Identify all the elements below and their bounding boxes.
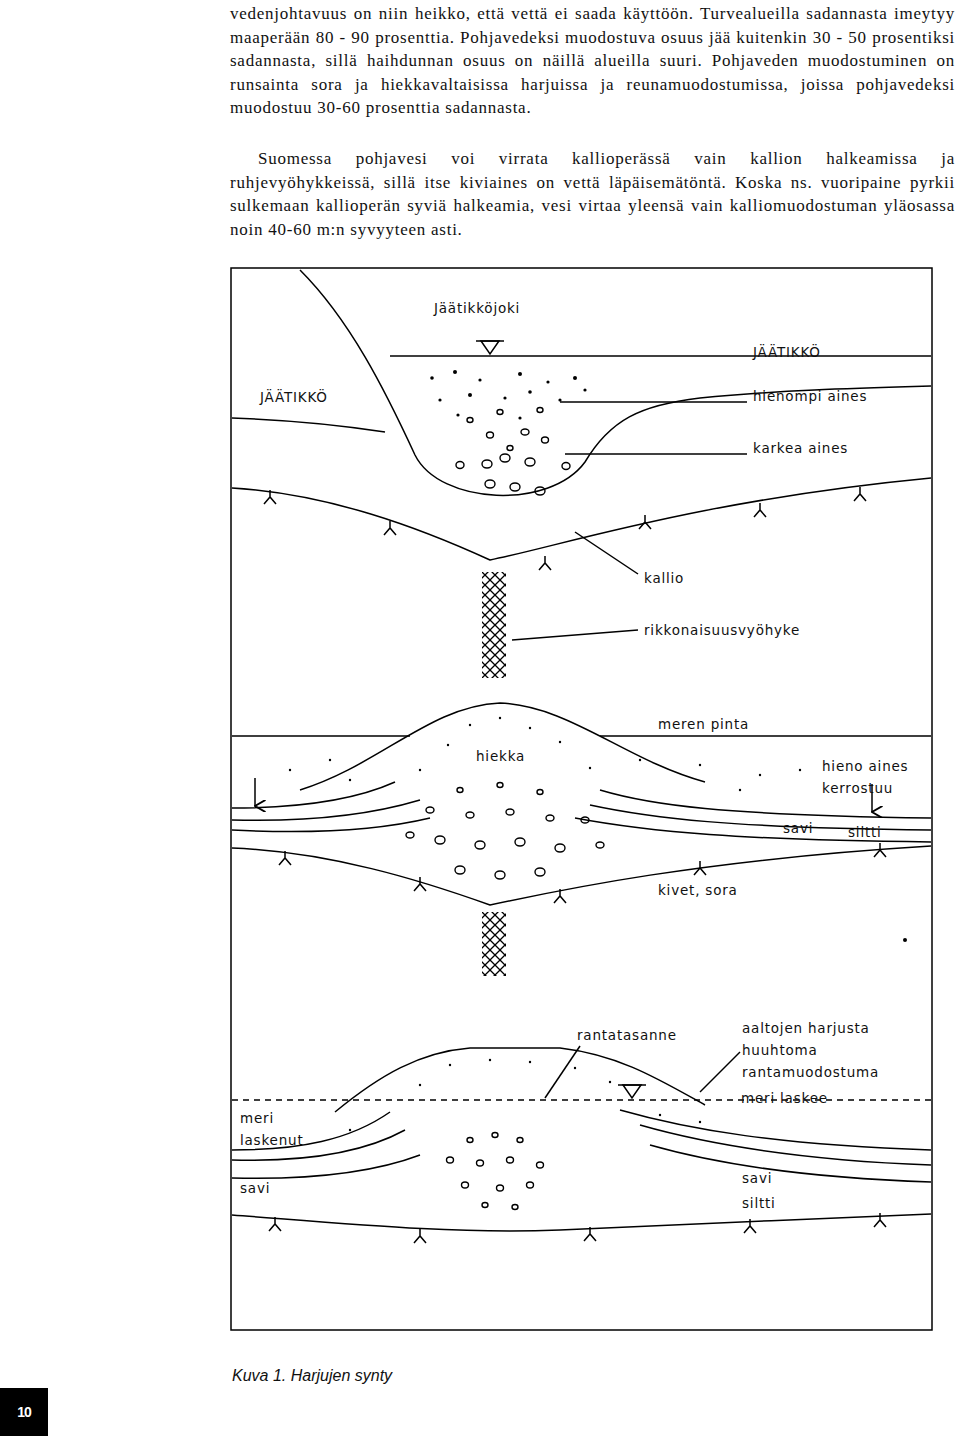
sea-level-label: meren pinta (658, 713, 749, 735)
material-label: karkea aines (753, 437, 848, 459)
glacier-label: JÄÄTIKKÖ (753, 341, 821, 363)
page-number: 10 (17, 1404, 31, 1420)
sediment-label: hieno aines kerrostuu (822, 755, 926, 799)
glacier-label: JÄÄTIKKÖ (260, 386, 328, 408)
sand-label: hiekka (476, 745, 525, 767)
bedrock-label: kallio (644, 567, 684, 589)
beach-formation-label: aaltojen harjusta huuhtoma rantamuodostu… (742, 1017, 928, 1083)
clay-label: savi (742, 1167, 772, 1189)
fracture-zone-label: rikkonaisuusvyöhyke (644, 619, 800, 641)
silt-label: siltti (848, 821, 882, 843)
page-number-box: 10 (0, 1388, 48, 1436)
body-paragraph: vedenjohtavuus on niin heikko, että vett… (230, 2, 955, 120)
silt-label: siltti (742, 1192, 776, 1214)
gravel-label: kivet, sora (658, 879, 738, 901)
figure-caption: Kuva 1. Harjujen synty (232, 1367, 392, 1385)
material-label: hienompi aines (753, 385, 867, 407)
river-label: Jäätikköjoki (434, 297, 520, 319)
shore-terrace-label: rantatasanne (577, 1024, 677, 1046)
clay-label: savi (783, 817, 813, 839)
clay-label: savi (240, 1177, 270, 1199)
body-paragraph: Suomessa pohjavesi voi virrata kallioper… (230, 147, 955, 241)
sea-falling-label: meri laskee (741, 1087, 828, 1109)
sea-fallen-label: meri laskenut (240, 1107, 330, 1151)
